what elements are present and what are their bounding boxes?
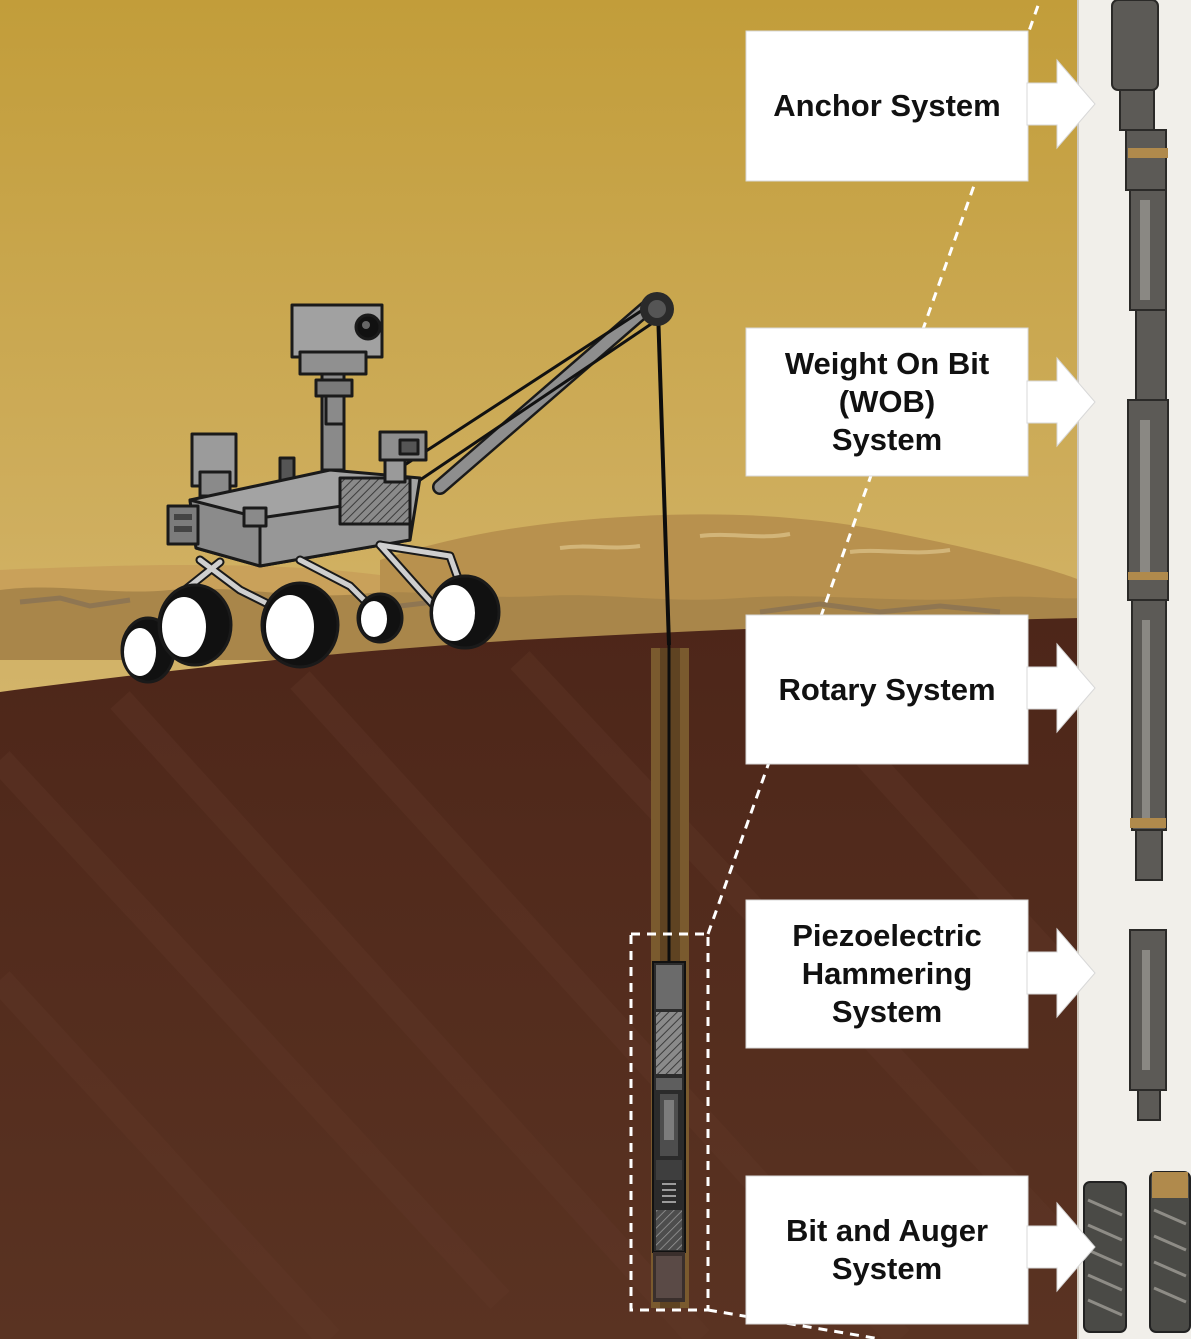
callout-bit-box bbox=[745, 1175, 1096, 1325]
right-arrow-icon bbox=[1026, 58, 1096, 150]
right-arrow-icon bbox=[1026, 927, 1096, 1019]
drill-string-icon bbox=[652, 961, 686, 1302]
right-arrow-icon bbox=[1026, 642, 1096, 734]
callout-rotary-box bbox=[745, 614, 1096, 765]
right-arrow-icon bbox=[1026, 1201, 1096, 1293]
callout-anchor-box bbox=[745, 30, 1096, 182]
auger-bits bbox=[1083, 1171, 1191, 1333]
tether-system bbox=[399, 292, 674, 646]
ground bbox=[0, 618, 1090, 1339]
right-arrow-icon bbox=[1026, 356, 1096, 448]
drill-photo bbox=[1077, 0, 1191, 1339]
mars-rover-icon bbox=[120, 303, 501, 684]
callout-wob-box bbox=[745, 327, 1096, 477]
callout-piezo-box bbox=[745, 899, 1096, 1049]
